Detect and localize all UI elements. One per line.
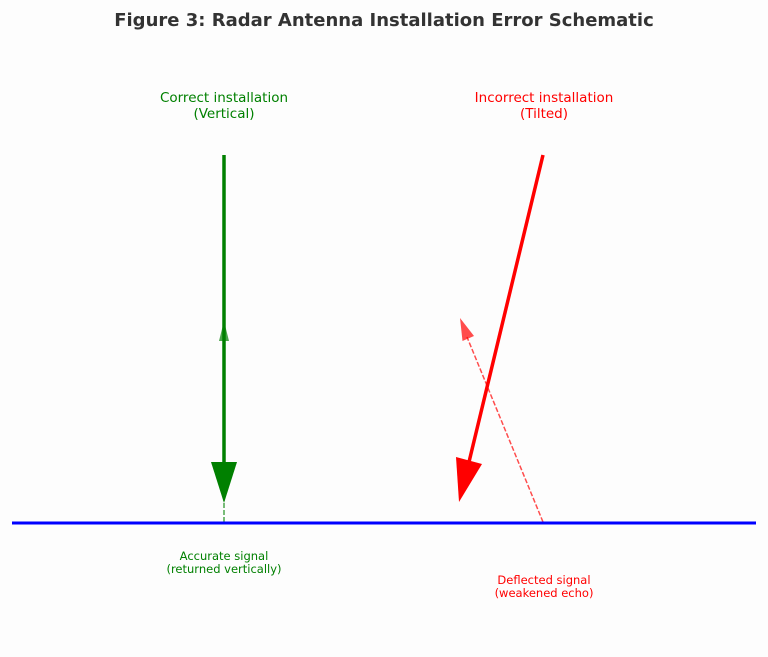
accurate-signal-line1: Accurate signal (180, 549, 269, 563)
deflected-signal-line (466, 336, 544, 523)
tilted-beam-line (467, 154, 545, 463)
correct-return-arrowhead (219, 321, 229, 341)
correct-label-line2: (Vertical) (193, 106, 254, 122)
incorrect-installation-group: Incorrect installation (Tilted) Deflecte… (456, 90, 613, 600)
deflected-signal-line1: Deflected signal (497, 573, 590, 587)
deflected-signal-line2: (weakened echo) (495, 586, 594, 600)
correct-installation-group: Correct installation (Vertical) Accurate… (160, 90, 288, 576)
incorrect-label-line1: Incorrect installation (475, 90, 614, 106)
figure-title: Figure 3: Radar Antenna Installation Err… (114, 10, 654, 31)
deflected-signal-arrowhead (460, 318, 474, 341)
tilted-beam-arrowhead (456, 457, 482, 502)
accurate-signal-line2: (returned vertically) (166, 562, 281, 576)
incorrect-label-line2: (Tilted) (520, 106, 568, 122)
correct-label-line1: Correct installation (160, 90, 288, 106)
